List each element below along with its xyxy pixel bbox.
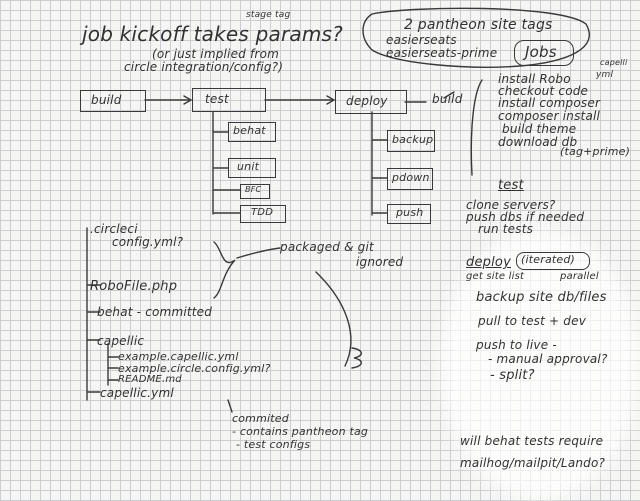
deploy-step-backup-label: backup bbox=[392, 133, 434, 146]
footer-line-1: will behat tests require bbox=[460, 434, 604, 448]
jobs-build-step-3: install composer bbox=[498, 96, 601, 110]
pantheon-tag-1: easierseats bbox=[386, 33, 457, 47]
deploy-step-pdown-label: pdown bbox=[392, 171, 430, 184]
file-robofile: RoboFile.php bbox=[90, 279, 178, 294]
jobs-deploy-step-5: - manual approval? bbox=[488, 352, 608, 366]
jobs-deploy-step-2: backup site db/files bbox=[476, 290, 607, 305]
brace-packaged bbox=[213, 241, 236, 299]
jobs-build-step-6: download db bbox=[498, 135, 578, 149]
pipeline-build-label: build bbox=[91, 93, 122, 107]
test-step-unit-label: unit bbox=[237, 160, 260, 173]
note-contains-tag: - contains pantheon tag bbox=[232, 425, 369, 438]
header-question: job kickoff takes params? bbox=[82, 22, 343, 46]
pantheon-bubble bbox=[362, 7, 590, 68]
pipeline-test: test bbox=[192, 88, 266, 112]
file-capellic-dir: capellic bbox=[97, 334, 145, 348]
pipeline-deploy: deploy bbox=[335, 90, 407, 114]
note-test-configs: - test configs bbox=[236, 438, 311, 451]
robo-margin-note-2: capelli bbox=[600, 58, 628, 67]
loop-curve bbox=[315, 271, 352, 367]
line-to-packaged bbox=[236, 247, 281, 259]
test-step-bfc: BFC bbox=[240, 184, 270, 199]
committed-link bbox=[227, 399, 233, 413]
jobs-test-step-1: clone servers? bbox=[466, 198, 556, 212]
jobs-bracket bbox=[470, 79, 483, 176]
build-bracket bbox=[443, 91, 455, 99]
jobs-test-step-2: push dbs if needed bbox=[466, 210, 585, 224]
header-sub2: circle integration/config?) bbox=[124, 60, 284, 74]
footer-line-2: mailhog/mailpit/Lando? bbox=[460, 456, 606, 470]
jobs-build-step-1: install Robo bbox=[498, 72, 571, 86]
jobs-test-step-3: run tests bbox=[478, 222, 534, 236]
arrow-head-1 bbox=[183, 95, 193, 105]
jobs-deploy-annot-2: parallel bbox=[560, 271, 599, 282]
test-tree bbox=[212, 111, 241, 215]
jobs-deploy-step-3: pull to test + dev bbox=[478, 314, 586, 328]
test-step-bfc-label: BFC bbox=[245, 185, 262, 194]
test-step-unit: unit bbox=[228, 158, 276, 178]
robo-margin-note: yml bbox=[596, 70, 614, 80]
jobs-test-label: test bbox=[498, 178, 524, 193]
file-behat: behat - committed bbox=[97, 305, 213, 319]
note-committed: commited bbox=[232, 412, 289, 425]
test-step-behat: behat bbox=[228, 122, 276, 142]
paper-glare bbox=[440, 230, 640, 500]
jobs-build-step-5: build theme bbox=[502, 122, 577, 136]
file-example-capellic: example.capellic.yml bbox=[118, 350, 239, 363]
squiggle bbox=[351, 347, 362, 369]
arrow-head-2 bbox=[326, 95, 336, 105]
jobs-build-step-2: checkout code bbox=[498, 84, 589, 98]
pipeline-build: build bbox=[80, 90, 146, 112]
jobs-deploy-step-6: - split? bbox=[490, 368, 535, 383]
jobs-title: Jobs bbox=[525, 43, 557, 61]
deploy-step-pdown: pdown bbox=[387, 168, 433, 190]
pipeline-test-label: test bbox=[205, 92, 229, 106]
deploy-annot-box: (iterated) bbox=[516, 252, 590, 270]
capellic-tree bbox=[107, 343, 119, 386]
jobs-build-step-7: (tag+prime) bbox=[560, 145, 631, 158]
test-step-tdd: TDD bbox=[240, 205, 286, 223]
header-overline: stage tag bbox=[246, 10, 291, 20]
deploy-step-push-label: push bbox=[396, 206, 424, 219]
jobs-title-box: Jobs bbox=[514, 40, 574, 66]
jobs-deploy-step-1: get site list bbox=[466, 271, 525, 282]
pipeline-deploy-label: deploy bbox=[346, 94, 388, 108]
files-tree bbox=[86, 227, 101, 401]
test-step-tdd-label: TDD bbox=[251, 207, 274, 218]
header-sub1: (or just implied from bbox=[152, 47, 279, 61]
file-capellic-yml: capellic.yml bbox=[100, 386, 174, 400]
test-step-behat-label: behat bbox=[233, 124, 266, 137]
jobs-deploy-step-4: push to live - bbox=[476, 338, 557, 352]
note-packaged: packaged & git bbox=[280, 240, 374, 254]
file-config-yml: config.yml? bbox=[112, 235, 184, 249]
note-ignored: ignored bbox=[356, 255, 404, 269]
jobs-deploy-annot: (iterated) bbox=[521, 253, 576, 266]
file-circleci: .circleci bbox=[90, 222, 138, 236]
jobs-build-label: build bbox=[432, 92, 463, 106]
deploy-step-backup: backup bbox=[387, 130, 435, 152]
file-example-circle: example.circle.config.yml? bbox=[118, 362, 271, 375]
file-readme: README.md bbox=[118, 374, 182, 385]
jobs-deploy-label: deploy bbox=[466, 255, 511, 270]
pantheon-title: 2 pantheon site tags bbox=[404, 17, 553, 33]
deploy-tree bbox=[371, 111, 388, 216]
pantheon-tag-2: easierseats-prime bbox=[386, 46, 498, 60]
deploy-step-push: push bbox=[387, 204, 431, 224]
jobs-build-step-4: composer install bbox=[498, 109, 601, 123]
